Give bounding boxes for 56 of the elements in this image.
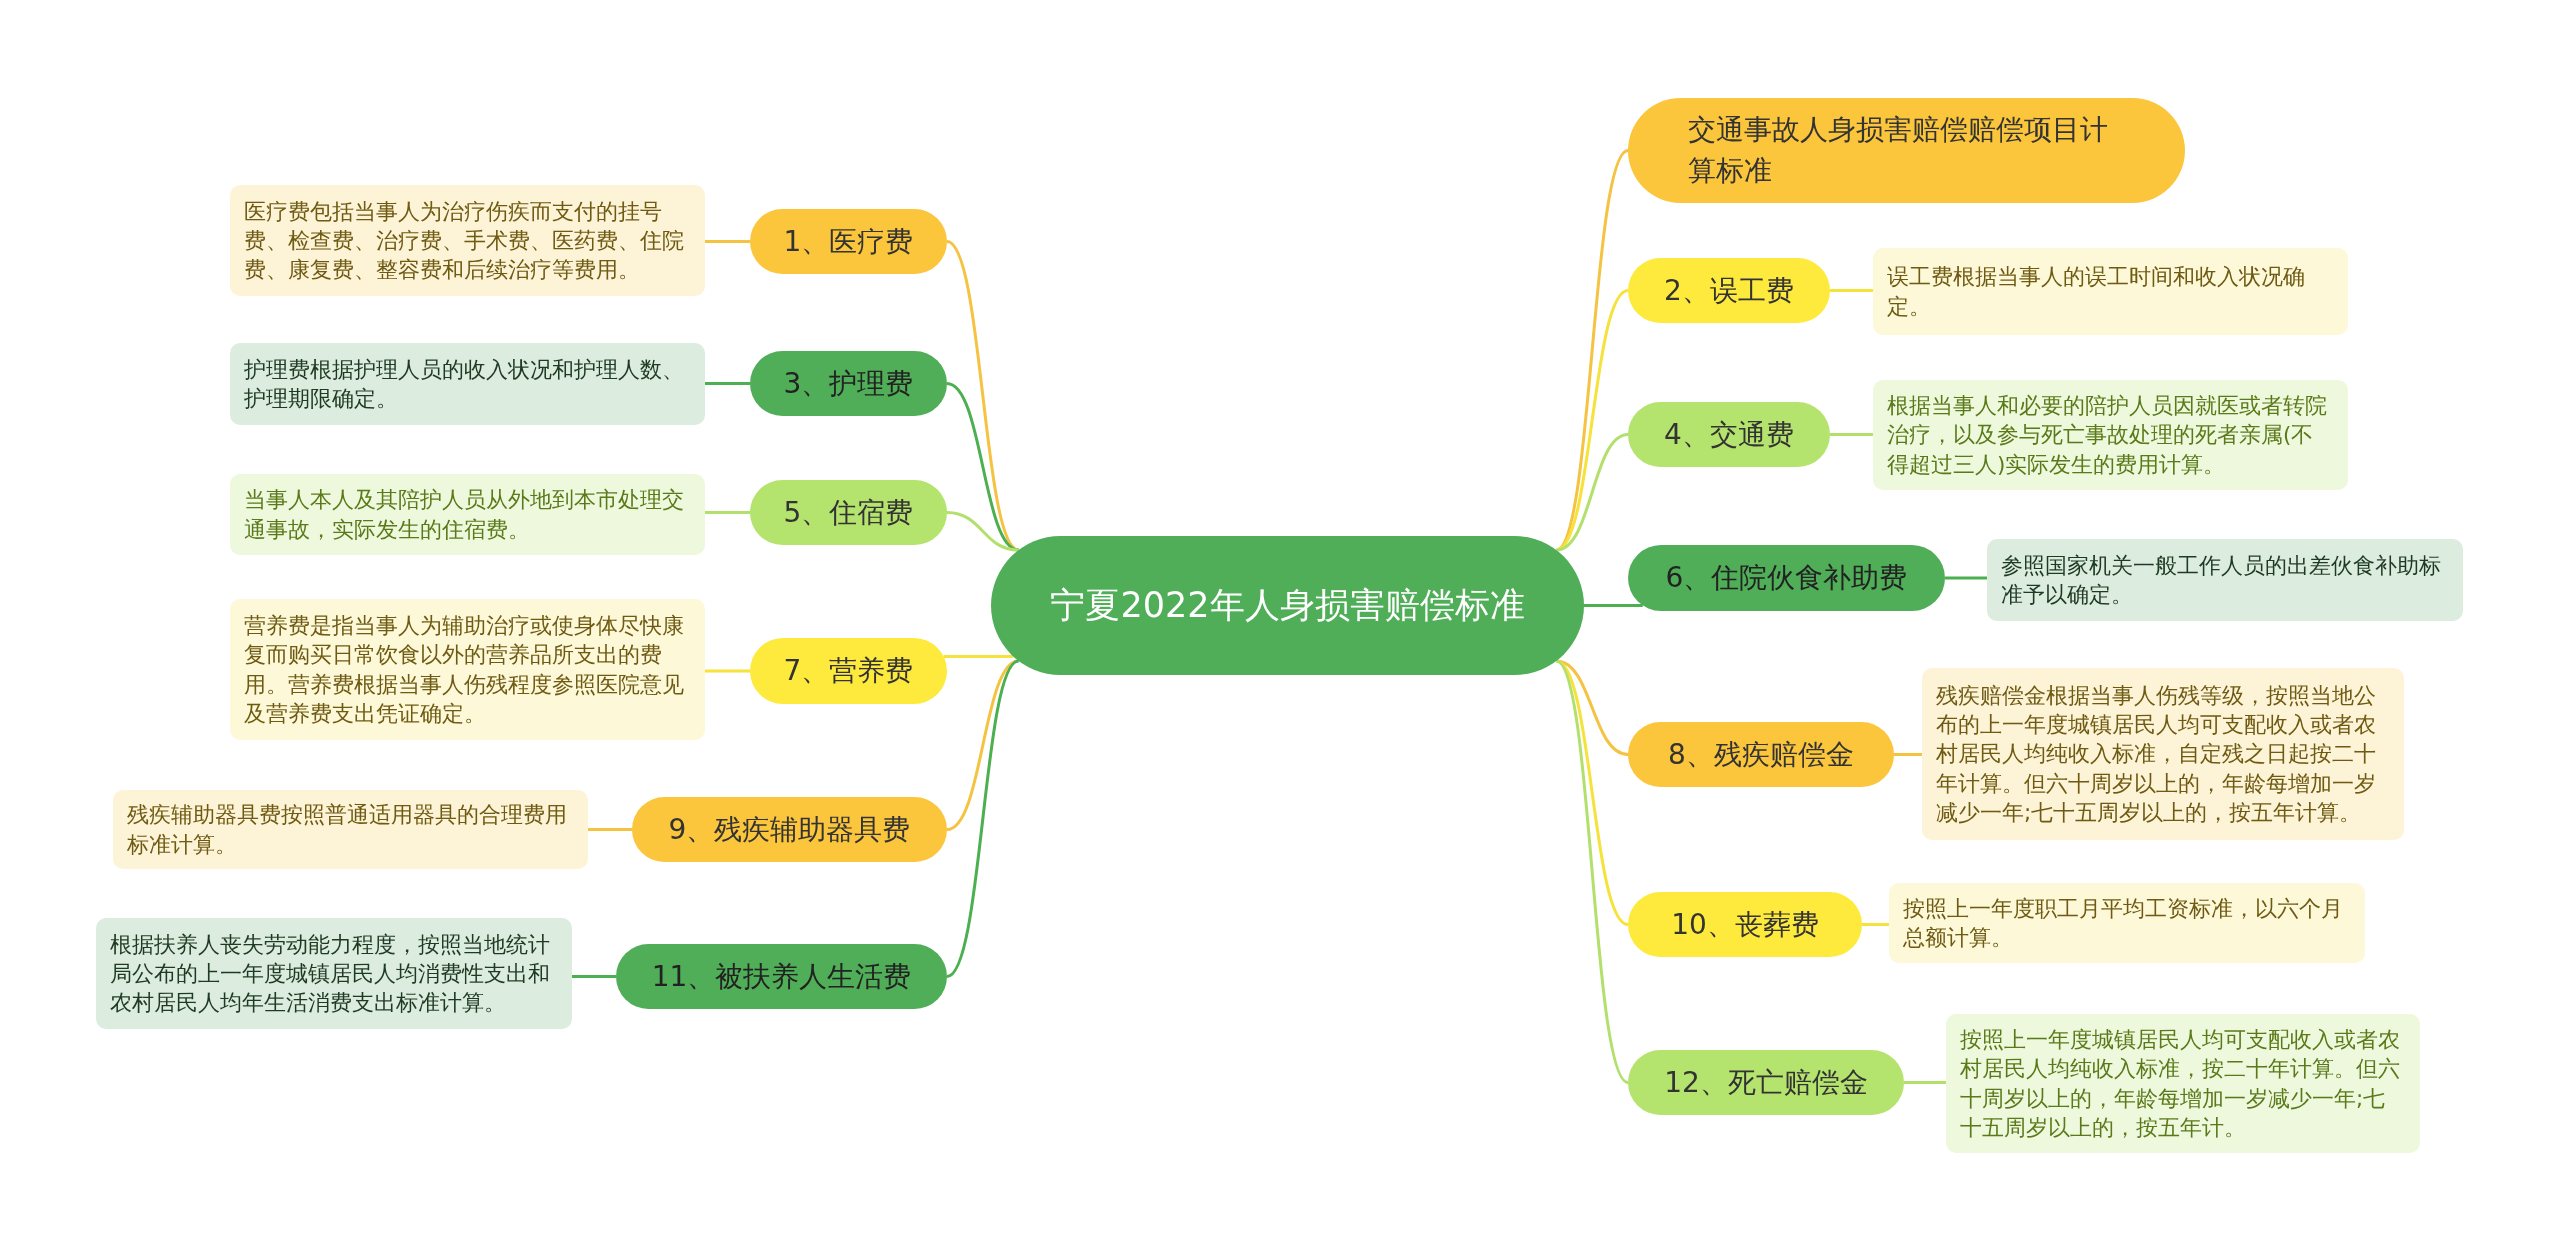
- topic-text: 1、医疗费: [783, 223, 914, 260]
- connector-line: [1584, 604, 1643, 607]
- note-box: [1873, 380, 2348, 490]
- topic-text: 8、残疾赔偿金: [1668, 736, 1854, 773]
- connector-line: [1555, 659, 1630, 1084]
- note-box: [230, 599, 705, 740]
- topic-text: 2、误工费: [1664, 272, 1794, 309]
- connector-line: [1830, 289, 1873, 292]
- note-text: 按照上一年度城镇居民人均可支配收入或者农村居民人均纯收入标准，按二十年计算。但六十周岁以上的，年龄每增加一岁减少一年;七十五周岁以上的，按五年计。: [1960, 1026, 2401, 1142]
- connector-line: [1862, 923, 1889, 926]
- note-text: 残疾赔偿金根据当事人伤残等级，按照当地公布的上一年度城镇居民人均可支配收入或者农村居民人均纯收入标准，自定残之日起按二十年计算。但六十周岁以上的，年龄每增加一岁减少一年;七十五周岁以上的，按五年计算。: [1936, 681, 2377, 827]
- connector-line: [1555, 433, 1629, 552]
- note-text: 根据扶养人丧失劳动能力程度，按照当地统计局公布的上一年度城镇居民人均消费性支出和农村居民人均年生活消费支出标准计算。: [110, 930, 551, 1018]
- connector-line: [946, 659, 1020, 978]
- note-text: 误工费根据当事人的误工时间和收入状况确定。: [1887, 263, 2306, 321]
- note-box: [1873, 248, 2348, 335]
- central-topic-text: 宁夏2022年人身损害赔偿标准: [1050, 584, 1525, 627]
- note-box: [230, 474, 705, 555]
- note-text: 营养费是指当事人为辅助治疗或使身体尽快康复而购买日常饮食以外的营养品所支出的费用。营养费根据当事人伤残程度参照医院意见及营养费支出凭证确定。: [244, 612, 685, 728]
- note-box: [96, 918, 572, 1029]
- note-box: [230, 343, 705, 425]
- connector-line: [1894, 753, 1922, 756]
- topic-text: 6、住院伙食补助费: [1665, 560, 1908, 596]
- connector-line: [946, 511, 1019, 552]
- topic-text: 7、营养费: [783, 653, 914, 689]
- connector-line: [705, 669, 750, 673]
- connector-line: [943, 655, 1014, 658]
- topic-text: 9、残疾辅助器具费: [668, 811, 911, 848]
- connector-line: [1945, 576, 1987, 580]
- note-box: [1987, 539, 2463, 621]
- topic-text: 3、护理费: [783, 365, 914, 402]
- connector-line: [705, 240, 750, 243]
- note-box: [230, 185, 705, 296]
- connector-line: [1830, 433, 1873, 436]
- note-text: 按照上一年度职工月平均工资标准，以六个月总额计算。: [1903, 894, 2344, 952]
- topic-text: 4、交通费: [1664, 416, 1794, 453]
- topic-text: 11、被扶养人生活费: [651, 958, 912, 995]
- note-box: [113, 790, 588, 869]
- note-box: [1946, 1014, 2420, 1153]
- note-text: 根据当事人和必要的陪护人员因就医或者转院治疗，以及参与死亡事故处理的死者亲属(不得超过三人)实际发生的费用计算。: [1887, 392, 2328, 479]
- note-text: 参照国家机关一般工作人员的出差伙食补助标准予以确定。: [2001, 551, 2442, 609]
- note-box: [1889, 883, 2365, 963]
- note-text: 当事人本人及其陪护人员从外地到本市处理交通事故，实际发生的住宿费。: [244, 486, 685, 544]
- note-text: 残疾辅助器具费按照普通适用器具的合理费用标准计算。: [127, 801, 568, 859]
- topic-text: 10、丧葬费: [1671, 906, 1819, 943]
- topic-text: 12、死亡赔偿金: [1664, 1064, 1868, 1101]
- note-text: 医疗费包括当事人为治疗伤疾而支付的挂号费、检查费、治疗费、手术费、医药费、住院费、康复费、整容费和后续治疗等费用。: [244, 197, 685, 285]
- connector-line: [705, 511, 750, 514]
- topic-text: 5、住宿费: [783, 494, 914, 531]
- connector-line: [572, 975, 616, 978]
- topic-text: 交通事故人身损害赔偿赔偿项目计算标准: [1688, 111, 2109, 189]
- note-box: [1922, 668, 2404, 840]
- connector-line: [588, 828, 632, 831]
- connector-line: [1904, 1081, 1946, 1084]
- connector-line: [705, 382, 750, 385]
- note-text: 护理费根据护理人员的收入状况和护理人数、护理期限确定。: [244, 355, 685, 413]
